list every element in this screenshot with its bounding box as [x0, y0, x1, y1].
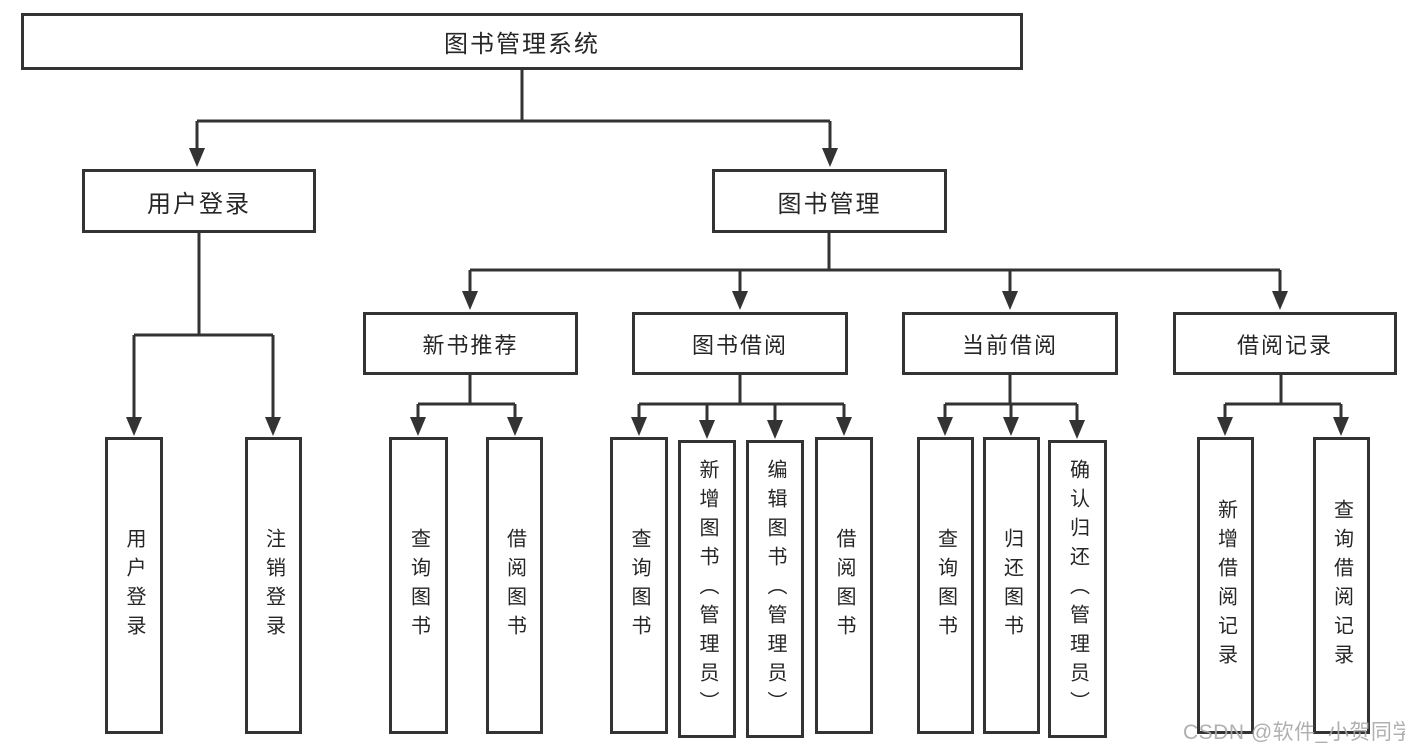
arrowhead	[699, 420, 715, 439]
arrowhead	[126, 417, 142, 436]
node-current-borrow-label: 当前借阅	[961, 332, 1058, 358]
arrowhead	[1217, 417, 1233, 436]
leaf-borrow-query-book: 查询图书	[610, 437, 668, 734]
node-new-book-recommend-label: 新书推荐	[422, 332, 519, 358]
node-user-login-label: 用户登录	[147, 190, 251, 218]
leaf-records-add-record: 新增借阅记录	[1197, 437, 1254, 734]
leaf-user-login-label: 用户登录	[123, 527, 145, 644]
arrowhead	[189, 148, 205, 167]
leaf-recommend-borrow-book-label: 借阅图书	[503, 527, 526, 644]
leaf-records-query-record: 查询借阅记录	[1313, 437, 1370, 734]
leaf-borrow-add-book-label: 新增图书（管理员）	[696, 458, 718, 720]
leaf-records-query-record-label: 查询借阅记录	[1330, 498, 1353, 673]
arrowhead	[1002, 291, 1018, 310]
leaf-recommend-query-book-label: 查询图书	[407, 527, 430, 644]
arrowhead	[265, 417, 281, 436]
leaf-recommend-query-book: 查询图书	[389, 437, 448, 734]
node-new-book-recommend: 新书推荐	[363, 312, 578, 375]
node-book-management: 图书管理	[712, 169, 947, 233]
node-book-borrow: 图书借阅	[632, 312, 848, 375]
leaf-user-login: 用户登录	[105, 437, 163, 734]
leaf-current-return-book-label: 归还图书	[1000, 527, 1023, 644]
leaf-current-confirm-return-label: 确认归还（管理员）	[1066, 458, 1089, 720]
leaf-logout-label: 注销登录	[262, 527, 285, 644]
arrowhead	[836, 417, 852, 436]
node-book-management-label: 图书管理	[777, 190, 882, 218]
arrowhead	[1069, 420, 1085, 439]
arrowhead	[732, 291, 748, 310]
arrowhead	[631, 417, 647, 436]
node-user-login: 用户登录	[82, 169, 316, 233]
node-current-borrow: 当前借阅	[902, 312, 1118, 375]
arrowhead	[767, 420, 783, 439]
leaf-current-query-book: 查询图书	[917, 437, 974, 734]
leaf-records-add-record-label: 新增借阅记录	[1214, 498, 1237, 673]
leaf-borrow-borrow-book-label: 借阅图书	[833, 527, 855, 644]
arrowhead	[937, 417, 953, 436]
arrowhead	[507, 417, 523, 436]
node-borrow-records: 借阅记录	[1173, 312, 1397, 375]
arrowhead	[410, 417, 426, 436]
leaf-borrow-add-book: 新增图书（管理员）	[678, 440, 736, 738]
node-root-label: 图书管理系统	[444, 31, 600, 58]
node-book-borrow-label: 图书借阅	[691, 332, 788, 358]
leaf-borrow-edit-book-label: 编辑图书（管理员）	[764, 458, 786, 720]
leaf-recommend-borrow-book: 借阅图书	[486, 437, 543, 734]
watermark: CSDN @软件_小贺同学	[1183, 721, 1405, 744]
leaf-logout: 注销登录	[245, 437, 302, 734]
arrowhead	[822, 148, 838, 167]
leaf-borrow-edit-book: 编辑图书（管理员）	[746, 440, 804, 738]
leaf-borrow-query-book-label: 查询图书	[628, 527, 650, 644]
leaf-borrow-borrow-book: 借阅图书	[815, 437, 873, 734]
arrowhead	[462, 291, 478, 310]
arrowhead	[1003, 417, 1019, 436]
node-borrow-records-label: 借阅记录	[1236, 332, 1333, 358]
arrowhead	[1333, 417, 1349, 436]
node-root: 图书管理系统	[21, 13, 1023, 70]
leaf-current-query-book-label: 查询图书	[934, 527, 957, 644]
arrowhead	[1272, 291, 1288, 310]
leaf-current-return-book: 归还图书	[983, 437, 1040, 734]
leaf-current-confirm-return: 确认归还（管理员）	[1048, 440, 1107, 738]
